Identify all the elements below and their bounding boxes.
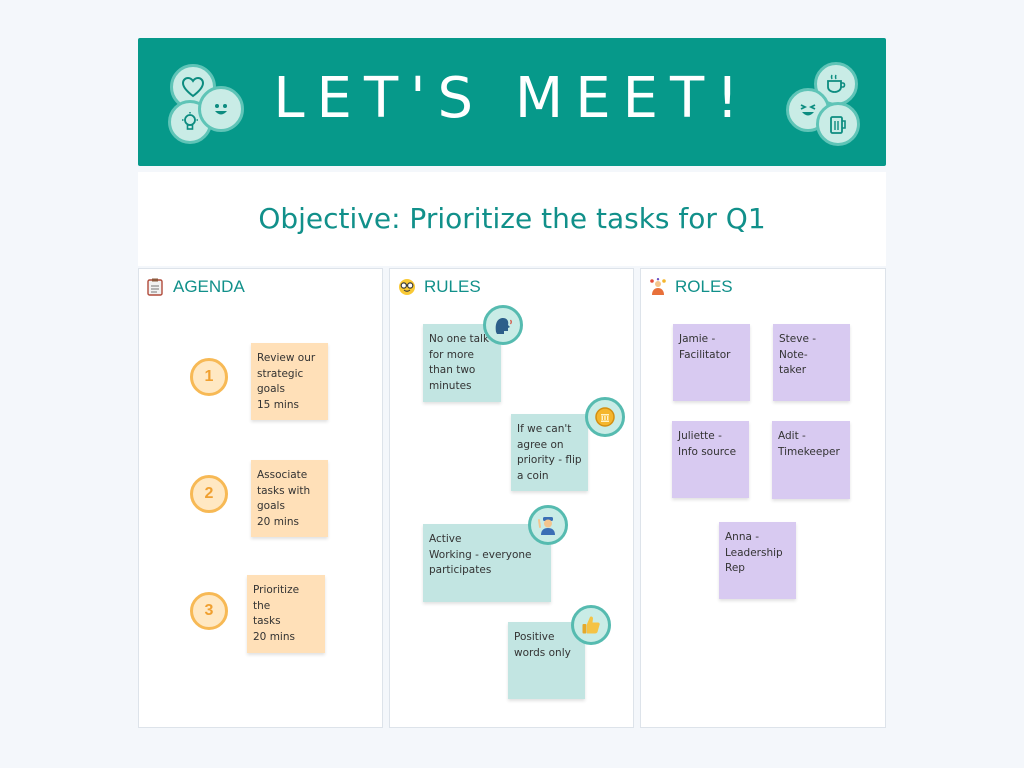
thumbs-up-icon [571, 605, 611, 645]
agenda-number-3: 3 [190, 592, 228, 630]
role-note-3[interactable]: Juliette - Info source [672, 421, 749, 498]
agenda-number-1: 1 [190, 358, 228, 396]
speaking-head-icon [483, 305, 523, 345]
note-line: If we can't [517, 423, 572, 435]
objective-text: Objective: Prioritize the tasks for Q1 [258, 202, 766, 235]
banner: LET'S MEET! [138, 38, 886, 166]
roles-header: ROLES [649, 277, 733, 297]
agenda-panel: AGENDA 1 Review our strategic goals 15 m… [138, 268, 383, 728]
note-line: goals [257, 383, 285, 395]
note-line: strategic [257, 367, 304, 380]
note-line: Associate [257, 469, 308, 481]
raising-hand-person-icon [528, 505, 568, 545]
agenda-number-2: 2 [190, 475, 228, 513]
note-line: than two [429, 364, 476, 376]
note-line: No one talk [429, 333, 490, 345]
note-line: Prioritize the [253, 584, 300, 612]
agenda-note-1[interactable]: Review our strategic goals 15 mins [251, 343, 328, 420]
note-line: words only [514, 646, 571, 659]
agenda-note-3[interactable]: Prioritize the tasks 20 mins [247, 575, 325, 653]
smile-bubble-icon [198, 86, 244, 132]
nerd-face-icon [398, 278, 416, 296]
note-line: Adit - [778, 430, 806, 442]
note-line: goals [257, 500, 285, 512]
note-line: a coin [517, 469, 549, 482]
note-line: Leadership [725, 546, 783, 559]
note-line: Working - everyone [429, 548, 532, 561]
note-line: Rep [725, 562, 745, 574]
note-line: 20 mins [253, 630, 295, 643]
objective-card: Objective: Prioritize the tasks for Q1 [138, 172, 886, 266]
note-line: Active [429, 533, 462, 545]
note-line: for more [429, 348, 474, 361]
note-line: minutes [429, 379, 472, 392]
note-line: Positive [514, 631, 555, 643]
beer-mug-bubble-icon [816, 102, 860, 146]
note-line: tasks [253, 615, 281, 627]
note-line: 15 mins [257, 398, 299, 411]
roles-title: ROLES [675, 277, 733, 296]
rules-note-3[interactable]: Active Working - everyone participates [423, 524, 551, 602]
rules-panel: RULES No one talk for more than two minu… [389, 268, 634, 728]
rules-header: RULES [398, 277, 481, 297]
note-line: tasks with [257, 484, 311, 497]
note-line: Info source [678, 445, 737, 458]
meeting-board: LET'S MEET! Objective: Prioritize the ta… [138, 38, 886, 730]
agenda-title: AGENDA [173, 277, 245, 296]
note-line: priority - flip [517, 454, 582, 466]
agenda-header: AGENDA [147, 277, 245, 297]
rules-note-4[interactable]: Positive words only [508, 622, 585, 699]
role-note-4[interactable]: Adit - Timekeeper [772, 421, 850, 499]
rules-note-2[interactable]: If we can't agree on priority - flip a c… [511, 414, 588, 491]
role-note-1[interactable]: Jamie - Facilitator [673, 324, 750, 401]
banner-title: LET'S MEET! [273, 66, 751, 131]
note-line: agree on [517, 438, 564, 451]
role-note-5[interactable]: Anna - Leadership Rep [719, 522, 796, 599]
clipboard-icon [147, 278, 165, 296]
rules-title: RULES [424, 277, 481, 296]
note-line: Juliette - [678, 430, 722, 442]
roles-panel: ROLES Jamie - Facilitator Steve - Note- … [640, 268, 886, 728]
note-line: taker [779, 364, 807, 376]
note-line: Anna - [725, 531, 760, 543]
note-line: Steve - Note- [779, 333, 817, 361]
note-line: Review our [257, 352, 316, 364]
note-line: Facilitator [679, 348, 731, 361]
agenda-note-2[interactable]: Associate tasks with goals 20 mins [251, 460, 328, 537]
note-line: Jamie - [679, 333, 716, 345]
note-line: Timekeeper [778, 445, 840, 458]
coin-icon [585, 397, 625, 437]
note-line: participates [429, 564, 492, 576]
role-note-2[interactable]: Steve - Note- taker [773, 324, 850, 401]
note-line: 20 mins [257, 515, 299, 528]
juggling-person-icon [649, 278, 667, 296]
